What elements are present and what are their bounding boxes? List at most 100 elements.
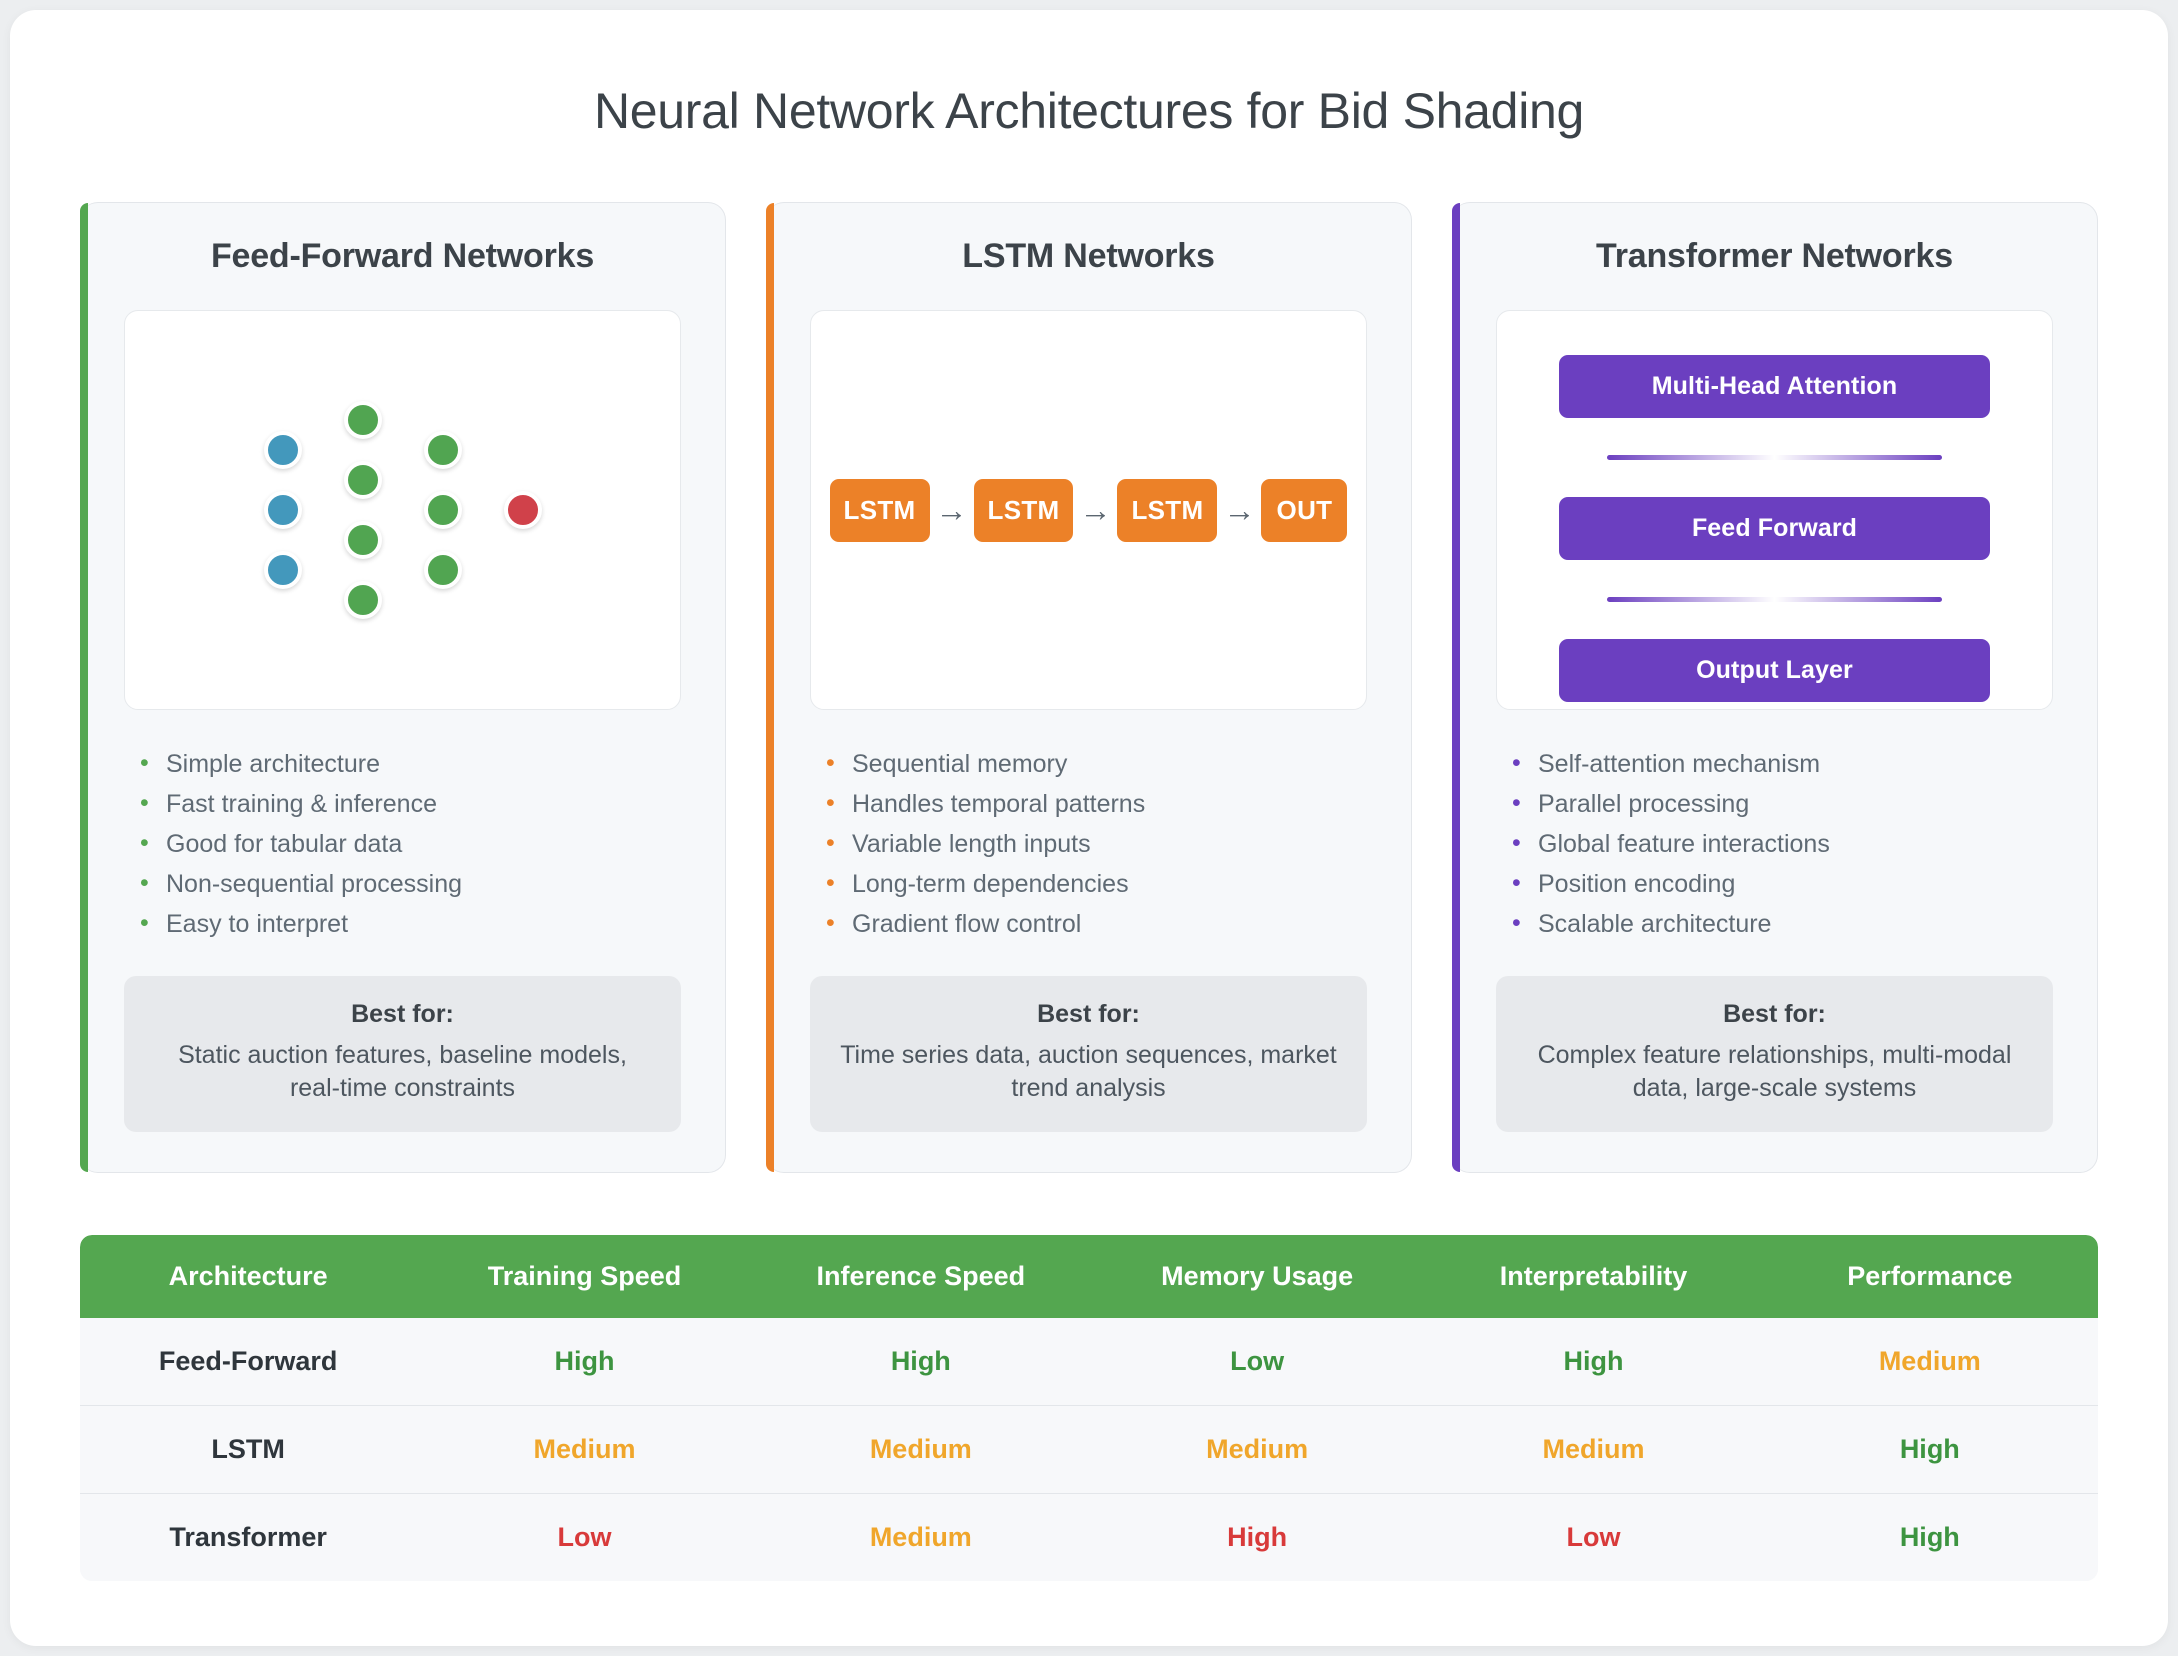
- feature-list: Sequential memoryHandles temporal patter…: [810, 744, 1367, 944]
- transformer-block: Multi-Head Attention: [1559, 355, 1990, 418]
- feature-list-item: Long-term dependencies: [826, 864, 1367, 904]
- rating-value: Medium: [1878, 1346, 1981, 1376]
- architecture-diagram: LSTM→LSTM→LSTM→OUT: [810, 310, 1367, 710]
- architecture-card-row: Feed-Forward NetworksSimple architecture…: [10, 202, 2168, 1173]
- feed-forward-node-graph: [125, 311, 680, 709]
- architecture-card: Feed-Forward NetworksSimple architecture…: [80, 202, 726, 1173]
- gradient-divider: [1607, 455, 1942, 460]
- card-accent-bar: [80, 203, 88, 1172]
- feature-list-item: Non-sequential processing: [140, 864, 681, 904]
- best-for-box: Best for: Complex feature relationships, …: [1496, 976, 2053, 1132]
- table-cell-rating: Low: [416, 1493, 753, 1581]
- lstm-cell-box: LSTM: [1117, 478, 1218, 542]
- node-layer-hidden: [403, 431, 483, 589]
- feature-list-item: Position encoding: [1512, 864, 2053, 904]
- table-cell-rating: Medium: [1425, 1405, 1762, 1494]
- feature-list-item: Scalable architecture: [1512, 904, 2053, 944]
- rating-value: Medium: [1206, 1434, 1309, 1464]
- table-cell-rating: Medium: [752, 1405, 1089, 1494]
- table-cell-rating: Low: [1088, 1318, 1426, 1406]
- table-column-header: Interpretability: [1425, 1235, 1762, 1318]
- neuron-node-input: [263, 551, 302, 589]
- table-column-header: Inference Speed: [752, 1235, 1089, 1318]
- rating-value: Low: [557, 1522, 612, 1552]
- gradient-divider: [1607, 597, 1942, 602]
- table-cell-rating: High: [1425, 1318, 1762, 1406]
- neuron-node-hidden: [423, 551, 462, 589]
- feature-list-item: Gradient flow control: [826, 904, 1367, 944]
- feature-list-item: Parallel processing: [1512, 784, 2053, 824]
- card-accent-bar: [1452, 203, 1460, 1172]
- feature-list-item: Global feature interactions: [1512, 824, 2053, 864]
- feature-list-item: Self-attention mechanism: [1512, 744, 2053, 784]
- arrow-right-icon: →: [1079, 492, 1112, 528]
- rating-value: Low: [1230, 1346, 1285, 1376]
- neuron-node-hidden: [423, 491, 462, 529]
- best-for-text: Complex feature relationships, multi-mod…: [1537, 1041, 2012, 1102]
- architecture-diagram: [124, 310, 681, 710]
- table-column-header: Performance: [1761, 1235, 2098, 1318]
- neuron-node-hidden: [343, 521, 382, 559]
- feature-list: Simple architectureFast training & infer…: [124, 744, 681, 944]
- table-cell-rating: High: [1761, 1493, 2098, 1581]
- table-cell-rating: Medium: [1761, 1318, 2098, 1406]
- feature-list-item: Handles temporal patterns: [826, 784, 1367, 824]
- page-title: Neural Network Architectures for Bid Sha…: [593, 83, 1585, 139]
- infographic-page: Neural Network Architectures for Bid Sha…: [10, 10, 2168, 1646]
- node-layer-output: [483, 491, 563, 529]
- lstm-chain-graph: LSTM→LSTM→LSTM→OUT: [811, 311, 1366, 709]
- lstm-cell-box: LSTM: [829, 478, 930, 542]
- neuron-node-hidden: [343, 401, 382, 439]
- arrow-right-icon: →: [1223, 492, 1256, 528]
- rating-value: High: [890, 1346, 951, 1376]
- feature-list-item: Fast training & inference: [140, 784, 681, 824]
- rating-value: High: [1563, 1346, 1624, 1376]
- table-cell-architecture: Feed-Forward: [80, 1318, 417, 1406]
- rating-value: Medium: [869, 1434, 972, 1464]
- neuron-node-hidden: [343, 581, 382, 619]
- best-for-label: Best for:: [351, 1000, 454, 1028]
- card-title: Transformer Networks: [1596, 237, 1953, 275]
- table-cell-rating: Medium: [416, 1405, 753, 1494]
- rating-value: Medium: [533, 1434, 636, 1464]
- table-column-header: Memory Usage: [1088, 1235, 1426, 1318]
- table-column-header: Training Speed: [416, 1235, 753, 1318]
- rating-value: High: [1899, 1522, 1960, 1552]
- table-cell-rating: Low: [1425, 1493, 1762, 1581]
- best-for-box: Best for:Static auction features, baseli…: [124, 976, 681, 1132]
- feature-list-item: Simple architecture: [140, 744, 681, 784]
- best-for-text: Time series data, auction sequences, mar…: [840, 1041, 1337, 1102]
- card-title: Feed-Forward Networks: [210, 237, 595, 275]
- transformer-block: Output Layer: [1559, 639, 1990, 702]
- rating-value: Low: [1566, 1522, 1621, 1552]
- transformer-block: Feed Forward: [1559, 497, 1990, 560]
- neuron-node-hidden: [423, 431, 462, 469]
- rating-value: High: [1227, 1522, 1288, 1552]
- feature-list: Self-attention mechanismParallel process…: [1496, 744, 2053, 944]
- node-layer-input: [243, 431, 323, 589]
- best-for-label: Best for:: [1723, 1000, 1826, 1028]
- table-column-header: Architecture: [80, 1235, 417, 1318]
- feature-list-item: Variable length inputs: [826, 824, 1367, 864]
- table-cell-architecture: Transformer: [80, 1493, 417, 1581]
- card-title: LSTM Networks: [962, 237, 1215, 275]
- lstm-cell-box: LSTM: [973, 478, 1074, 542]
- feature-list-item: Sequential memory: [826, 744, 1367, 784]
- card-accent-bar: [766, 203, 774, 1172]
- table-cell-rating: High: [1761, 1405, 2098, 1494]
- node-layer-hidden: [323, 401, 403, 619]
- arrow-right-icon: →: [935, 492, 968, 528]
- feature-list-item: Good for tabular data: [140, 824, 681, 864]
- lstm-output-box: OUT: [1261, 478, 1348, 542]
- table-cell-rating: High: [752, 1318, 1089, 1406]
- neuron-node-input: [263, 431, 302, 469]
